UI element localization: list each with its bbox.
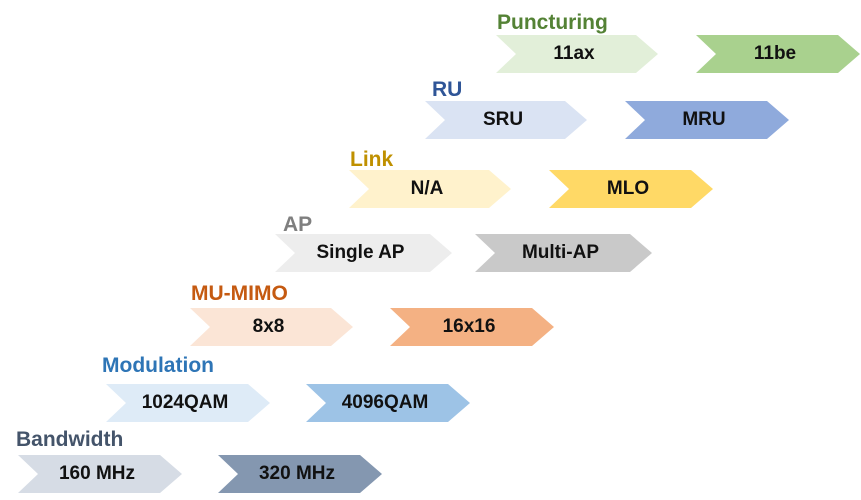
mu-mimo-label: MU-MIMO <box>191 282 288 305</box>
modulation-next-text: 4096QAM <box>341 392 429 413</box>
ap-current-chevron: Single AP <box>275 234 452 272</box>
mu-mimo-next-chevron: 16x16 <box>390 308 554 346</box>
ru-label: RU <box>432 78 463 101</box>
ru-current-text: SRU <box>482 109 524 130</box>
modulation-label: Modulation <box>102 354 214 377</box>
modulation-current-chevron: 1024QAM <box>106 384 270 422</box>
bandwidth-next-chevron: 320 MHz <box>218 455 382 493</box>
puncturing-current-text: 11ax <box>553 43 595 64</box>
mu-mimo-next-text: 16x16 <box>442 316 496 337</box>
bandwidth-next-text: 320 MHz <box>258 463 336 484</box>
ru-next-chevron: MRU <box>625 101 789 139</box>
puncturing-label: Puncturing <box>497 11 608 34</box>
ru-next-text: MRU <box>682 109 726 130</box>
bandwidth-label: Bandwidth <box>16 428 124 451</box>
puncturing-next-text: 11be <box>753 43 797 64</box>
link-current-chevron: N/A <box>349 170 511 208</box>
mu-mimo-current-chevron: 8x8 <box>190 308 353 346</box>
ap-current-text: Single AP <box>316 242 405 263</box>
modulation-next-chevron: 4096QAM <box>306 384 470 422</box>
bandwidth-current-text: 160 MHz <box>58 463 136 484</box>
ap-next-text: Multi-AP <box>521 242 600 263</box>
puncturing-current-chevron: 11ax <box>496 35 658 73</box>
modulation-current-text: 1024QAM <box>141 392 229 413</box>
mu-mimo-current-text: 8x8 <box>252 316 285 337</box>
ap-next-chevron: Multi-AP <box>475 234 652 272</box>
link-next-text: MLO <box>606 178 650 199</box>
link-label: Link <box>350 148 394 171</box>
link-next-chevron: MLO <box>549 170 713 208</box>
link-current-text: N/A <box>410 178 444 199</box>
ap-label: AP <box>283 213 313 236</box>
puncturing-next-chevron: 11be <box>696 35 860 73</box>
ru-current-chevron: SRU <box>425 101 587 139</box>
bandwidth-current-chevron: 160 MHz <box>18 455 182 493</box>
